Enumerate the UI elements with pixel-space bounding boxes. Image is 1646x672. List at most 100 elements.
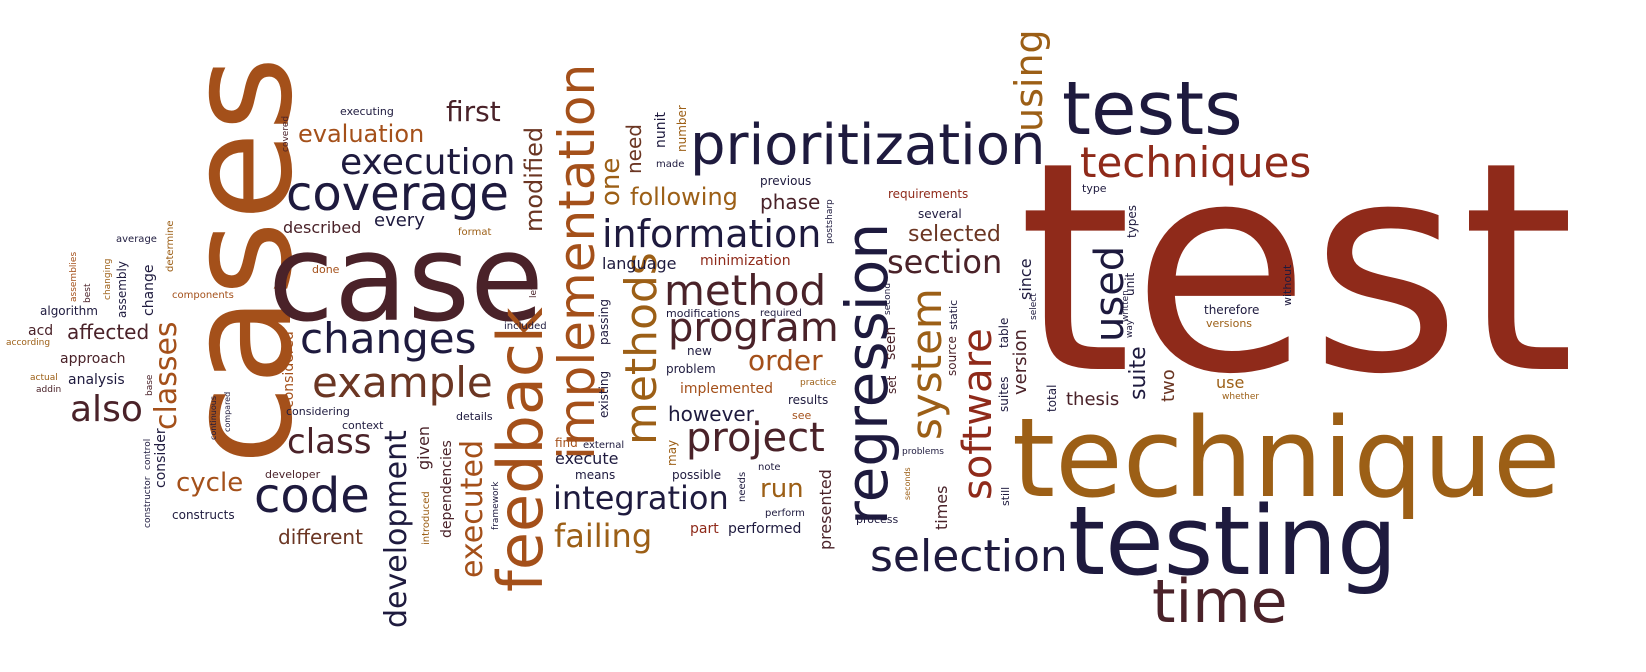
word-development: development (379, 430, 414, 628)
word-case: case (268, 210, 544, 349)
word-problems: problems (902, 447, 944, 457)
word-two: two (1158, 369, 1179, 402)
word-assembly: assembly (115, 261, 129, 318)
word-first: first (446, 95, 501, 128)
word-methods: methods (616, 252, 667, 445)
word-control: control (143, 438, 153, 470)
word-classes: classes (149, 321, 184, 430)
word-problem: problem (666, 362, 716, 376)
word-times: times (932, 485, 951, 530)
word-techniques: techniques (1080, 138, 1312, 187)
word-testing: testing (1068, 487, 1398, 597)
word-external: external (583, 440, 625, 451)
word-set: set (885, 375, 899, 394)
word-affected: affected (67, 320, 150, 344)
word-code: code (254, 468, 370, 524)
word-consider: consider (153, 428, 169, 488)
word-average: average (116, 234, 157, 245)
word-suite: suite (1126, 346, 1151, 400)
word-included: included (504, 321, 547, 332)
word-requirements: requirements (888, 187, 969, 201)
word-developer: developer (265, 468, 321, 481)
word-execution: execution (340, 142, 516, 183)
word-tests: tests (1062, 66, 1243, 152)
word-types: types (1125, 204, 1139, 238)
word-also: also (70, 389, 143, 430)
word-language: language (602, 254, 677, 273)
word-following: following (630, 183, 738, 211)
word-class: class (287, 422, 372, 462)
word-possible: possible (672, 468, 722, 482)
word-format: format (458, 227, 492, 238)
word-dependencies: dependencies (439, 440, 455, 538)
word-thesis: thesis (1066, 389, 1120, 410)
word-means: means (575, 468, 616, 482)
word-assemblies: assemblies (69, 251, 79, 302)
word-constructor: constructor (143, 476, 153, 528)
word-modified: modified (520, 126, 548, 232)
word-type: type (1082, 182, 1107, 195)
word-several: several (918, 207, 962, 221)
word-version: version (1010, 329, 1031, 395)
word-analysis: analysis (68, 372, 125, 388)
word-algorithm: algorithm (40, 304, 98, 318)
word-static: static (947, 299, 960, 330)
word-modifications: modifications (666, 307, 741, 320)
word-evaluation: evaluation (298, 120, 425, 148)
word-made: made (656, 159, 685, 170)
word-addin: addin (36, 385, 62, 395)
word-previous: previous (760, 174, 812, 188)
word-different: different (278, 525, 363, 549)
word-use: use (1216, 373, 1245, 392)
word-seconds: seconds (903, 467, 912, 500)
word-let: let (529, 286, 539, 298)
word-needs: needs (737, 471, 748, 502)
word-software: software (955, 328, 1001, 500)
word-practice: practice (800, 378, 837, 388)
word-way: way (1125, 319, 1135, 338)
word-using: using (1007, 29, 1051, 132)
word-source: source (945, 336, 959, 376)
word-whether: whether (1222, 392, 1260, 402)
word-integration: integration (553, 479, 729, 517)
word-changes: changes (300, 314, 477, 363)
word-order: order (748, 344, 823, 377)
word-test: test (1018, 101, 1575, 438)
word-every: every (374, 210, 425, 231)
word-second: second (883, 282, 893, 315)
word-done: done (312, 263, 340, 276)
word-base: base (145, 374, 155, 396)
word-covered: covered (281, 115, 291, 152)
word-selected: selected (908, 222, 1001, 247)
word-prioritization: prioritization (690, 113, 1046, 178)
word-considering: considering (286, 405, 350, 418)
word-example: example (312, 358, 493, 407)
word-without: without (1281, 264, 1294, 306)
word-project: project (686, 415, 825, 461)
word-selection: selection (870, 531, 1068, 582)
word-section: section (887, 243, 1003, 281)
word-best: best (83, 283, 93, 303)
word-according: according (6, 338, 51, 348)
word-written: written (1121, 290, 1131, 322)
word-time: time (1152, 567, 1288, 637)
word-implementation: implementation (548, 63, 606, 460)
word-feedback: feedback (484, 307, 557, 592)
word-existing: existing (597, 370, 611, 418)
word-results: results (788, 393, 829, 407)
word-executing: executing (340, 105, 394, 118)
word-context: context (342, 419, 384, 432)
word-passing: passing (597, 298, 611, 345)
word-method: method (664, 266, 827, 315)
word-given: given (414, 425, 433, 470)
word-approach: approach (60, 351, 126, 367)
word-table: table (997, 317, 1011, 348)
word-actual: actual (30, 373, 58, 383)
word-information: information (602, 212, 822, 256)
word-total: total (1045, 384, 1059, 412)
word-cycle: cycle (176, 468, 244, 498)
word-see: see (792, 409, 812, 422)
word-change: change (141, 264, 157, 316)
word-one: one (596, 157, 626, 206)
